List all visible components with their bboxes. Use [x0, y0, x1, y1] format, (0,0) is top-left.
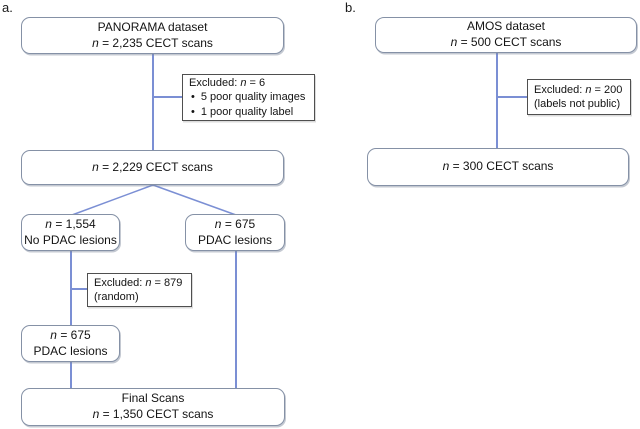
- excluded-bullet-item: • 5 poor quality images: [189, 90, 305, 104]
- excluded-item-text: 5 poor quality images: [200, 91, 306, 104]
- excluded-title: Excluded: n = 6: [189, 77, 266, 90]
- connector-line: [152, 54, 154, 150]
- pdac-kept-box: n = 675 PDAC lesions: [21, 325, 120, 362]
- connector-line: [70, 251, 72, 325]
- box-line: AMOS dataset: [466, 19, 546, 34]
- box-line: n = 500 CECT scans: [450, 35, 562, 49]
- no-pdac-box: n = 1,554 No PDAC lesions: [21, 214, 120, 251]
- bullet-icon: •: [191, 91, 195, 104]
- excluded-item-text: 1 poor quality label: [200, 105, 294, 118]
- excluded-subtitle: (random): [94, 291, 139, 303]
- box-line: No PDAC lesions: [24, 232, 117, 247]
- bullet-icon: •: [191, 105, 195, 118]
- pdac-box: n = 675 PDAC lesions: [185, 214, 285, 251]
- box-line: n = 2,229 CECT scans: [92, 159, 213, 174]
- excluded-random-box: Excluded: n = 879 (random): [87, 273, 192, 307]
- box-line: n = 675: [214, 216, 256, 231]
- excluded-quality-box: Excluded: n = 6 • 5 poor quality images …: [182, 74, 315, 121]
- box-line: PDAC lesions: [197, 232, 273, 247]
- excluded-title: Excluded: n = 200: [534, 83, 623, 96]
- box-line: n = 1,554: [45, 216, 96, 231]
- scans-2229-box: n = 2,229 CECT scans: [21, 150, 284, 185]
- panel-b-label: b.: [345, 0, 356, 15]
- panorama-dataset-box: PANORAMA dataset n = 2,235 CECT scans: [21, 17, 284, 54]
- box-line: n = 2,235 CECT scans: [92, 35, 213, 50]
- excluded-subtitle: (labels not public): [534, 98, 621, 110]
- box-line: n = 1,350 CECT scans: [92, 407, 214, 421]
- excluded-title: Excluded: n = 879: [94, 276, 183, 289]
- box-line: PDAC lesions: [33, 343, 108, 358]
- box-line: PANORAMA dataset: [97, 19, 208, 34]
- amos-dataset-box: AMOS dataset n = 500 CECT scans: [375, 17, 637, 53]
- connector-line: [71, 288, 87, 290]
- excluded-labels-box: Excluded: n = 200 (labels not public): [527, 79, 631, 115]
- box-line: Final Scans: [121, 391, 185, 406]
- excluded-bullet-item: • 1 poor quality label: [189, 105, 293, 119]
- connector-line: [70, 362, 72, 388]
- connector-line: [153, 96, 182, 98]
- box-line: n = 675: [50, 327, 91, 342]
- panel-a-label: a.: [2, 0, 13, 15]
- box-line: n = 300 CECT scans: [442, 159, 554, 174]
- connector-line: [235, 251, 237, 388]
- connector-line: [496, 53, 498, 148]
- scans-300-box: n = 300 CECT scans: [367, 148, 629, 186]
- final-scans-box: Final Scans n = 1,350 CECT scans: [21, 388, 285, 426]
- connector-line: [497, 96, 527, 98]
